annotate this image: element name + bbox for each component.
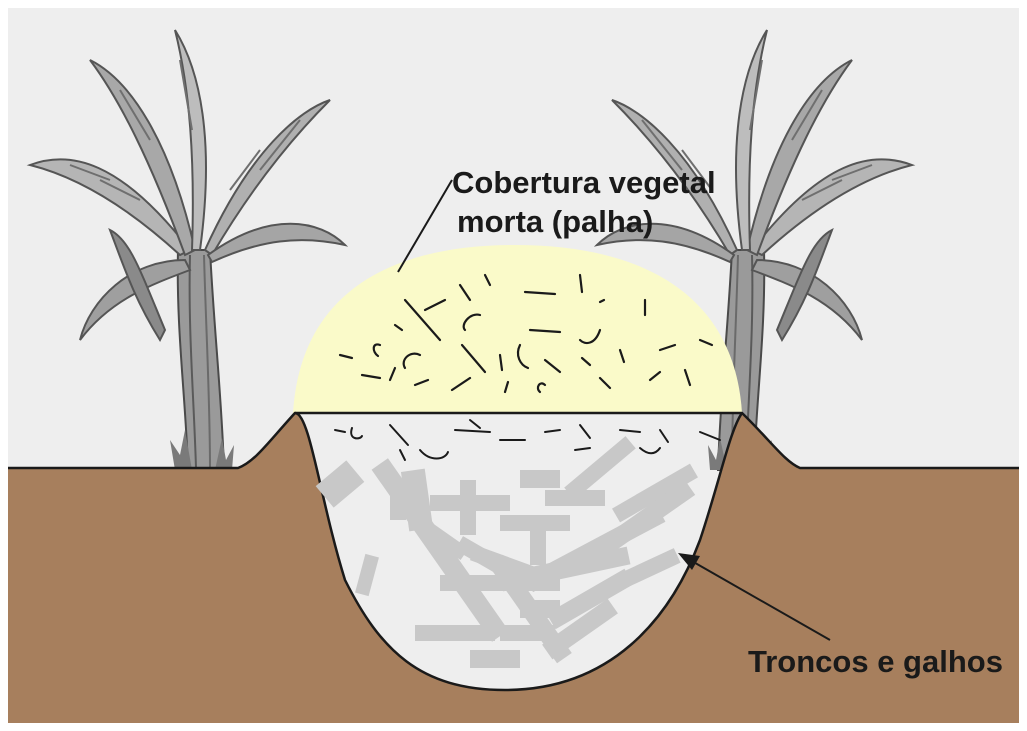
trunks-label: Troncos e galhos [748, 644, 1003, 679]
mulch-label-line1: Cobertura vegetal [452, 165, 716, 200]
mulch-label-line2: morta (palha) [457, 204, 653, 239]
